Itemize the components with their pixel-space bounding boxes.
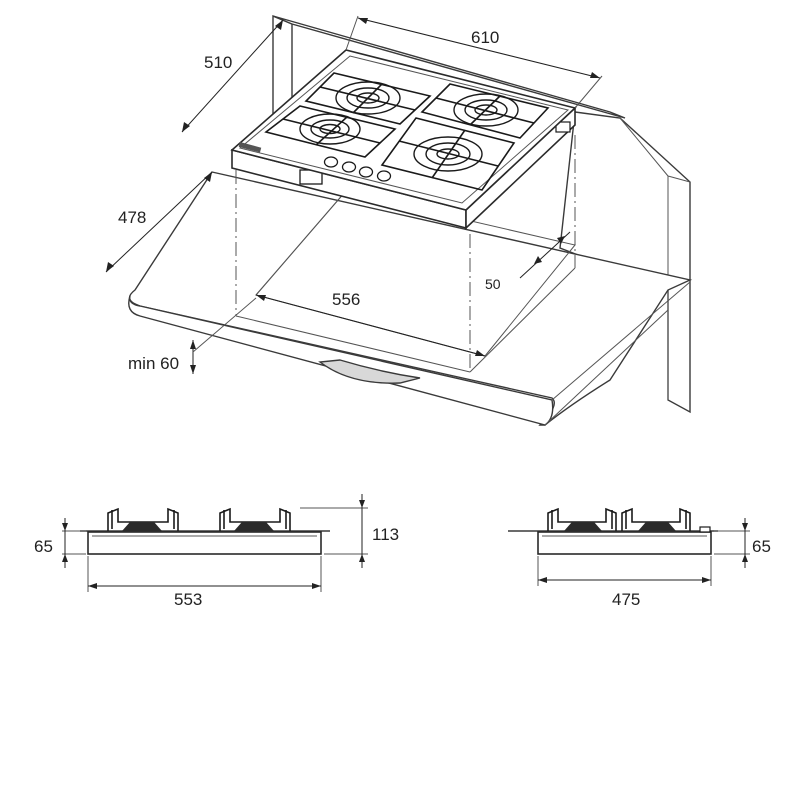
dim-side-475-label: 475 xyxy=(612,590,640,609)
dim-478: 478 xyxy=(105,171,213,273)
dim-610: 610 xyxy=(345,15,603,109)
dim-478-label: 478 xyxy=(118,208,146,227)
burner-front-right xyxy=(413,136,483,172)
pan-support-front-right xyxy=(380,117,516,191)
dim-front-113-label: 113 xyxy=(372,525,399,544)
dim-556: 556 xyxy=(255,290,486,357)
brand-logo xyxy=(238,141,262,153)
burner-front-left xyxy=(299,113,361,145)
front-view-burner-left xyxy=(122,522,162,531)
side-view: 65 475 xyxy=(508,507,771,609)
side-view-knob xyxy=(699,526,711,533)
pan-support-back-left xyxy=(304,72,432,125)
dim-510: 510 xyxy=(181,19,284,133)
side-view-burner-left xyxy=(564,522,602,531)
dim-min-60-label: min 60 xyxy=(128,354,179,373)
knob-4 xyxy=(376,170,392,182)
front-view: 65 113 553 xyxy=(34,494,399,609)
isometric-view: 610 510 478 556 50 xyxy=(105,14,693,426)
dim-610-label: 610 xyxy=(471,28,499,47)
front-view-burner-right xyxy=(234,522,274,531)
side-view-body xyxy=(537,531,712,555)
back-wall-top xyxy=(272,15,626,119)
front-view-body xyxy=(87,531,322,555)
burner-back-right xyxy=(453,93,519,127)
underside-shadow xyxy=(318,359,421,384)
dim-50-label: 50 xyxy=(485,276,501,292)
pan-support-back-right xyxy=(420,83,550,139)
dim-min-60: min 60 xyxy=(128,297,257,374)
dim-front-553-label: 553 xyxy=(174,590,202,609)
hob-connector xyxy=(555,121,571,133)
knob-2 xyxy=(341,161,357,173)
pan-support-front-left xyxy=(264,105,397,158)
knob-3 xyxy=(358,166,374,178)
control-knobs xyxy=(323,156,392,182)
burner-back-left xyxy=(335,81,401,115)
dim-side-65-label: 65 xyxy=(752,537,771,556)
side-view-burner-right xyxy=(638,522,676,531)
dim-510-label: 510 xyxy=(204,53,232,72)
dim-556-label: 556 xyxy=(332,290,360,309)
knob-1 xyxy=(323,156,339,168)
dim-front-65-label: 65 xyxy=(34,537,53,556)
dim-50: 50 xyxy=(485,231,571,292)
